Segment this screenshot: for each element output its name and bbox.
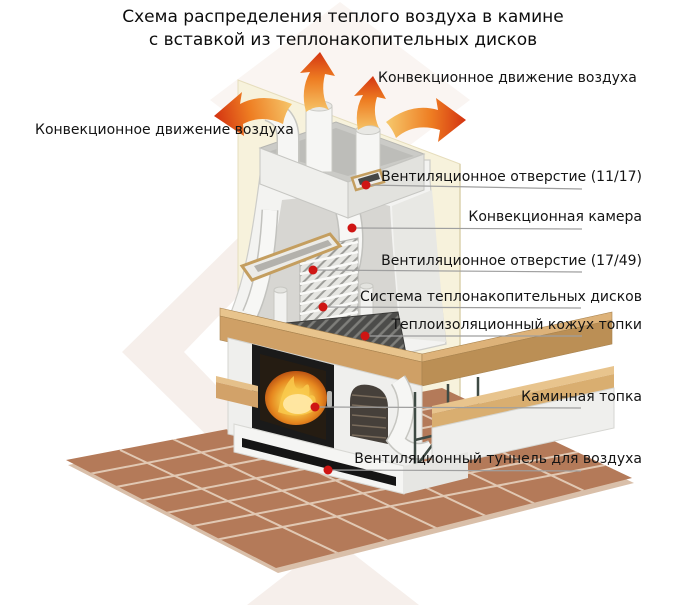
firebox-door [252, 344, 334, 450]
title-line-1: Схема распределения теплого воздуха в ка… [122, 7, 564, 27]
left-shelf-end [216, 376, 258, 408]
heat-pipe-center [305, 100, 333, 173]
callout-vent-tunnel: Вентиляционный туннель для воздуха [354, 451, 642, 467]
door-handle [327, 391, 332, 407]
callout-vent-11-17: Вентиляционное отверстие (11/17) [381, 169, 642, 185]
callout-disc-system: Система теплонакопительных дисков [359, 289, 642, 305]
callout-insulation-jacket: Теплоизоляционный кожух топки [391, 317, 643, 333]
air-circulation-arch [350, 375, 436, 460]
flame-arrow-up-right-icon [354, 76, 386, 130]
flame-arrow-curl-right-icon [386, 98, 466, 142]
flame-arrow-up-center-icon [300, 52, 335, 112]
base-vent-tunnel [233, 423, 468, 495]
title-line-2: с вставкой из теплонакопительных дисков [148, 30, 538, 50]
label-convection-flow-left: Конвекционное движение воздуха [35, 122, 294, 138]
vent-tunnel-slot [242, 438, 396, 486]
leader-lines [312, 184, 583, 472]
page-title: Схема распределения теплого воздуха в ка… [0, 6, 686, 52]
label-convection-flow-right: Конвекционное движение воздуха [378, 70, 637, 86]
flame-arrow-curl-left-icon [214, 92, 292, 136]
callout-firebox: Каминная топка [521, 389, 642, 405]
vent-opening-17-49 [239, 232, 343, 282]
callout-convection-chamber: Конвекционная камера [468, 209, 642, 225]
callout-vent-17-49: Вентиляционное отверстие (17/49) [381, 253, 642, 269]
anchor-dots [308, 180, 371, 475]
